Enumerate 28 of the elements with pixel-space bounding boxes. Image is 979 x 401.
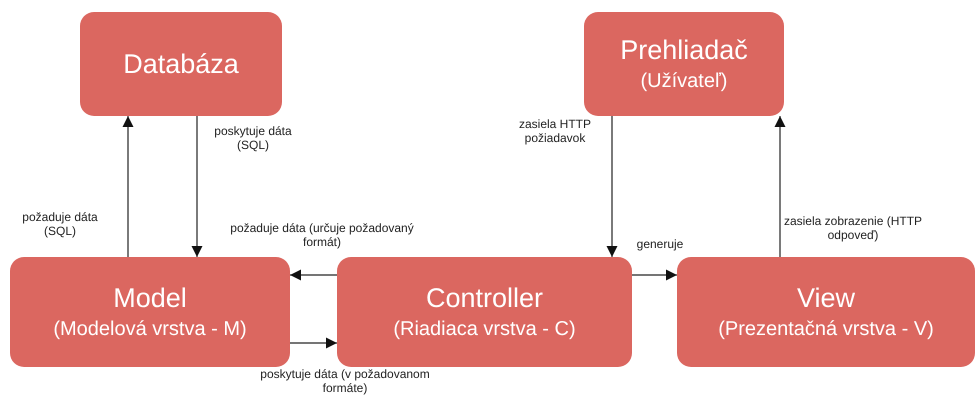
arrow	[290, 270, 337, 280]
box-subtitle: (Riadiaca vrstva - C)	[393, 317, 576, 342]
edge-label: zasiela HTTP požiadavok	[518, 117, 592, 145]
layer-box	[584, 12, 784, 116]
edge-label: generuje	[636, 237, 684, 251]
box-title: Controller	[426, 282, 544, 315]
edge-label: zasiela zobrazenie (HTTP odpoveď)	[783, 214, 923, 242]
edge-label: požaduje dáta (SQL)	[21, 210, 99, 238]
arrow	[122, 116, 134, 257]
box-title: Databáza	[123, 48, 239, 81]
arrow	[290, 338, 337, 348]
arrow	[632, 270, 677, 280]
layer-box	[337, 257, 632, 367]
layer-box	[10, 257, 290, 367]
edge-label: požaduje dáta (určuje požadovaný formát)	[229, 221, 415, 249]
edge-label: poskytuje dáta (SQL)	[213, 124, 293, 152]
box-subtitle: (Užívateľ)	[640, 69, 728, 94]
box-subtitle: (Prezentačná vrstva - V)	[718, 317, 934, 342]
edge-label: poskytuje dáta (v požadovanom formáte)	[259, 367, 431, 395]
arrow	[192, 116, 202, 257]
arrow	[606, 116, 618, 257]
box-subtitle: (Modelová vrstva - M)	[53, 317, 247, 342]
arrow	[774, 116, 786, 257]
layer-box	[677, 257, 975, 367]
box-title: Model	[113, 282, 187, 315]
layer-box	[80, 12, 282, 116]
box-title: Prehliadač	[620, 34, 748, 67]
box-title: View	[796, 282, 856, 315]
